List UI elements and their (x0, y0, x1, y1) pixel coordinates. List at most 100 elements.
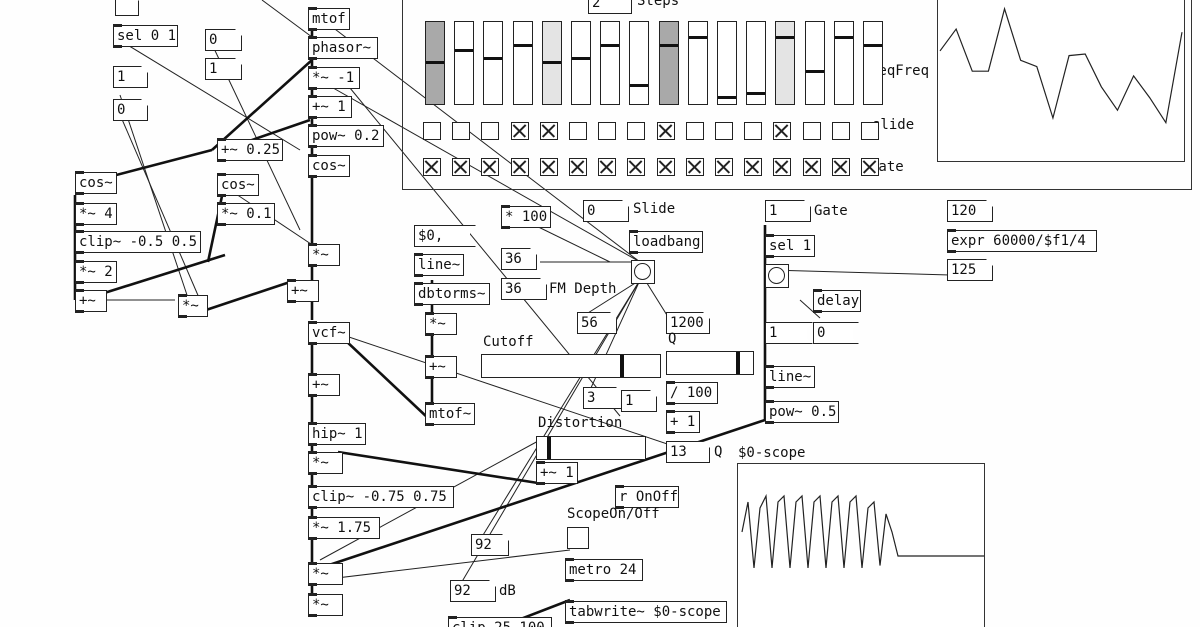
gate-toggle-7[interactable] (598, 158, 617, 176)
clip-minus-0.75-0.75-object[interactable]: clip~ -0.75 0.75 (308, 485, 454, 509)
hip-1-object[interactable]: hip~ 1 (308, 422, 366, 446)
gate-toggle-4[interactable] (510, 158, 529, 176)
number-box-36-b[interactable]: 36 (501, 278, 547, 300)
line-b-object[interactable]: line~ (765, 365, 815, 389)
mul-0.1-object[interactable]: *~ 0.1 (217, 202, 275, 226)
slide-toggle-16[interactable] (861, 122, 879, 140)
slide-toggle-2[interactable] (452, 122, 471, 140)
loadbang-bang[interactable] (631, 260, 655, 284)
number-box-1-b[interactable]: 1 (113, 66, 148, 88)
pow-0.5-object[interactable]: pow~ 0.5 (765, 400, 839, 424)
slide-toggle-8[interactable] (627, 122, 646, 140)
number-box-36-a[interactable]: 36 (501, 248, 537, 270)
slide-toggle-6[interactable] (569, 122, 587, 140)
metro-24-object[interactable]: metro 24 (565, 558, 643, 582)
slide-number-box[interactable]: 0 (583, 200, 629, 222)
gate-number-box[interactable]: 1 (765, 200, 811, 222)
seq-freq-slider-1[interactable] (425, 21, 445, 105)
slide-toggle-14[interactable] (802, 122, 821, 140)
div-100-object[interactable]: / 100 (666, 381, 718, 405)
mul-1.75-object[interactable]: *~ 1.75 (308, 516, 380, 540)
gate-toggle-2[interactable] (452, 158, 471, 176)
seq-freq-slider-16[interactable] (863, 21, 883, 105)
msg-0-75[interactable]: $0, 75 (414, 225, 476, 247)
gate-bang[interactable] (765, 264, 789, 288)
plus-1-object[interactable]: + 1 (666, 410, 700, 434)
seq-freq-slider-12[interactable] (746, 21, 767, 105)
seq-freq-slider-3[interactable] (483, 21, 504, 105)
slide-toggle-10[interactable] (685, 122, 704, 140)
clip-minus-0.5-0.5-object[interactable]: clip~ -0.5 0.5 (75, 230, 201, 254)
gate-toggle-16[interactable] (861, 158, 879, 176)
slide-toggle-4[interactable] (510, 122, 529, 140)
mul-b-object[interactable]: *~ (178, 294, 208, 318)
seq-freq-slider-11[interactable] (717, 21, 737, 105)
gate-toggle-3[interactable] (481, 158, 500, 176)
number-box-92-b[interactable]: 92 (450, 580, 496, 602)
gate-toggle-13[interactable] (773, 158, 792, 176)
seq-freq-slider-5[interactable] (541, 21, 562, 105)
vcf-object[interactable]: vcf~ (308, 321, 350, 345)
number-box-125[interactable]: 125 (947, 259, 993, 281)
number-box-1200[interactable]: 1200 (666, 312, 710, 334)
expr-object[interactable]: expr 60000/$f1/4 (947, 229, 1097, 253)
mtof-signal-object[interactable]: mtof~ (425, 402, 475, 426)
msg-0-10[interactable]: 0 10 (813, 322, 859, 344)
number-box-3[interactable]: 3 (583, 387, 623, 409)
slide-toggle-12[interactable] (744, 122, 763, 140)
slide-toggle-1[interactable] (423, 122, 441, 140)
line-object[interactable]: line~ (414, 253, 464, 277)
mul-minus-1-object[interactable]: *~ -1 (308, 66, 360, 90)
number-box-1-a[interactable]: 1 (205, 58, 242, 80)
seq-freq-slider-10[interactable] (687, 21, 708, 105)
loadbang-object[interactable]: loadbang (629, 230, 703, 254)
add-c-object[interactable]: +~ (308, 373, 340, 397)
add-0.25-object[interactable]: +~ 0.25 (217, 138, 283, 162)
seq-freq-slider-2[interactable] (454, 21, 475, 105)
gate-toggle-5[interactable] (539, 158, 558, 176)
seq-freq-slider-8[interactable] (629, 21, 650, 105)
msg-1-10[interactable]: 1 10 (765, 322, 813, 344)
seq-freq-slider-15[interactable] (833, 21, 854, 105)
slide-toggle-5[interactable] (539, 122, 558, 140)
top-number-box[interactable] (115, 0, 139, 16)
scope-array[interactable] (737, 463, 985, 627)
steps-number-box[interactable]: 2 (588, 0, 632, 14)
gate-toggle-10[interactable] (685, 158, 704, 176)
seq-graph-array[interactable] (937, 0, 1185, 162)
delay-object[interactable]: delay (813, 289, 861, 313)
slide-toggle-11[interactable] (715, 122, 733, 140)
phasor-object[interactable]: phasor~ (308, 36, 378, 60)
number-box-13[interactable]: 13 (666, 441, 710, 463)
gate-toggle-1[interactable] (423, 158, 441, 176)
clip-25-100-object[interactable]: clip 25 100 (448, 616, 552, 627)
mul-100-object[interactable]: * 100 (501, 205, 551, 229)
gate-toggle-12[interactable] (744, 158, 763, 176)
gate-toggle-15[interactable] (831, 158, 850, 176)
slide-toggle-3[interactable] (481, 122, 500, 140)
sel-0-1-object[interactable]: sel 0 1 (113, 24, 178, 48)
receive-onoff-object[interactable]: r OnOff (615, 485, 679, 509)
dbtorms-object[interactable]: dbtorms~ (414, 282, 490, 306)
cos-mid-object[interactable]: cos~ (308, 154, 350, 178)
seq-freq-slider-14[interactable] (804, 21, 825, 105)
slide-toggle-15[interactable] (831, 122, 850, 140)
number-box-1-c[interactable]: 1 (621, 390, 657, 412)
gate-toggle-8[interactable] (627, 158, 646, 176)
seq-freq-slider-6[interactable] (571, 21, 591, 105)
gate-toggle-6[interactable] (569, 158, 587, 176)
pow-0.2-object[interactable]: pow~ 0.2 (308, 124, 384, 148)
number-box-56[interactable]: 56 (577, 312, 617, 334)
number-box-0-b[interactable]: 0 (113, 99, 148, 121)
slide-toggle-13[interactable] (773, 122, 792, 140)
seq-freq-slider-7[interactable] (600, 21, 621, 105)
sel-1-object[interactable]: sel 1 (765, 234, 815, 258)
add-a-object[interactable]: +~ (75, 289, 107, 313)
cos-left-object[interactable]: cos~ (75, 171, 117, 195)
mul-c-object[interactable]: *~ (308, 243, 340, 267)
slide-toggle-7[interactable] (598, 122, 617, 140)
seq-freq-slider-4[interactable] (512, 21, 533, 105)
seq-freq-slider-13[interactable] (775, 21, 796, 105)
mul-2-object[interactable]: *~ 2 (75, 260, 117, 284)
